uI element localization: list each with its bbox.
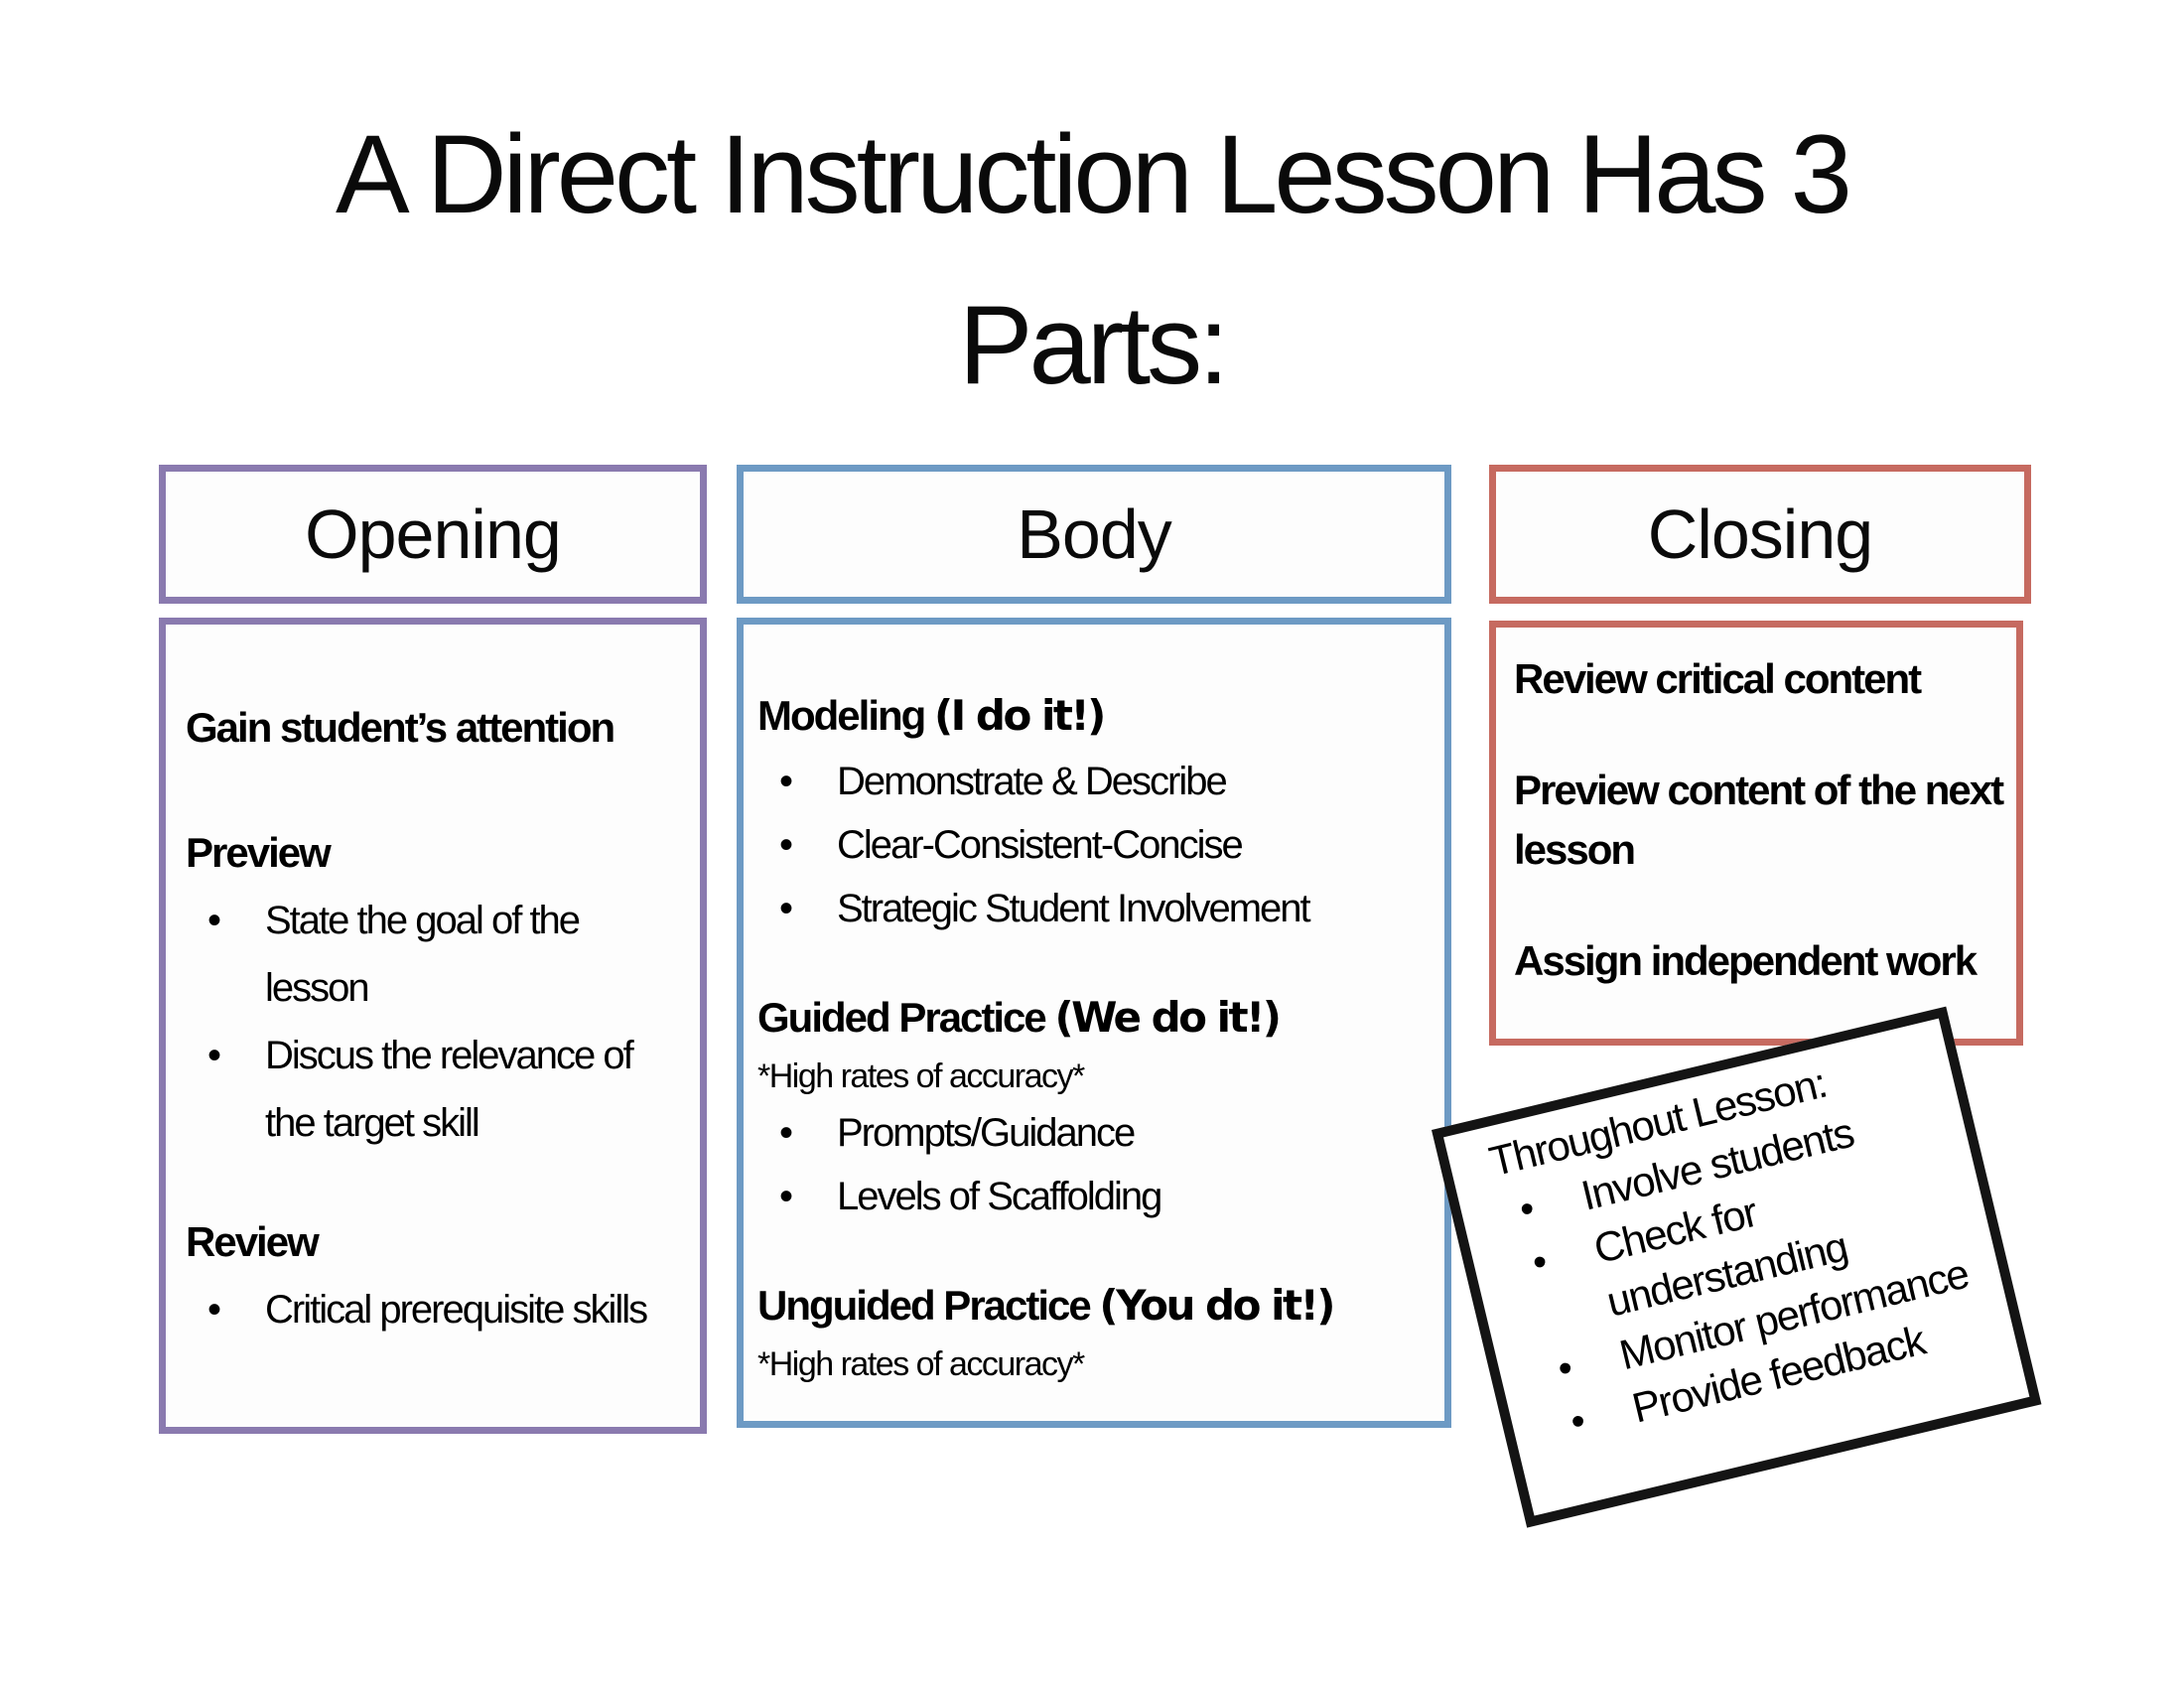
body-header-box: Body [737,465,1451,604]
body-guided-subnote: *High rates of accuracy* [757,1057,1085,1095]
bullet-text: Levels of Scaffolding [837,1175,1162,1218]
bullet-item: Discus the relevance of the target skill [186,1022,682,1157]
opening-header-box: Opening [159,465,707,604]
bullet-item: Levels of Scaffolding [757,1165,1436,1228]
bullet-item: Prompts/Guidance [757,1101,1436,1165]
bullet-text: Clear-Consistent-Concise [837,823,1244,867]
closing-header-label: Closing [1647,495,1873,573]
closing-content-box: Review critical content Preview content … [1489,621,2023,1046]
opening-review-section: Review Critical prerequisite skills [186,1208,682,1343]
bullet-text: Discus the relevance of the target skill [265,1034,634,1145]
bullet-text: Demonstrate & Describe [837,760,1228,803]
bullet-item: Demonstrate & Describe [757,750,1436,813]
body-guided-list: Prompts/Guidance Levels of Scaffolding [757,1101,1436,1228]
bullet-text: Strategic Student Involvement [837,887,1311,930]
body-guided-headline: Guided Practice (We do it!) [757,984,1436,1052]
bullet-text: Prompts/Guidance [837,1111,1136,1155]
body-content-box: Modeling (I do it!) Demonstrate & Descri… [737,618,1451,1428]
opening-header-label: Opening [305,495,562,573]
closing-item: Assign independent work [1514,937,1978,984]
opening-preview-list: State the goal of the lesson Discus the … [186,887,682,1157]
slide-title-line1: A Direct Instruction Lesson Has 3 [336,112,1852,236]
body-unguided-subnote: *High rates of accuracy* [757,1345,1085,1383]
opening-attention: Gain student’s attention [186,694,682,762]
bullet-text: Critical prerequisite skills [265,1288,648,1332]
opening-content-box: Gain student’s attention Preview State t… [159,618,707,1434]
bullet-item: State the goal of the lesson [186,887,682,1022]
closing-item: Preview content of the next lesson [1514,767,2004,873]
closing-item: Review critical content [1514,655,1922,702]
body-guided-section: Guided Practice (We do it!) *High rates … [757,984,1436,1228]
opening-attention-heading: Gain student’s attention [186,704,615,751]
bullet-text: State the goal of the lesson [265,899,581,1010]
opening-review-heading: Review [186,1218,320,1265]
opening-preview-section: Preview State the goal of the lesson Dis… [186,819,682,1157]
slide-title-line2: Parts: [958,283,1230,407]
body-header-label: Body [1017,495,1172,573]
body-unguided-section: Unguided Practice (You do it!) *High rat… [757,1272,1436,1389]
slide-title: A Direct Instruction Lesson Has 3 Parts: [0,89,2184,431]
body-unguided-heading: Unguided Practice [757,1282,1100,1329]
bullet-item: Clear-Consistent-Concise [757,813,1436,877]
body-modeling-headline: Modeling (I do it!) [757,682,1436,750]
closing-header-box: Closing [1489,465,2031,604]
body-modeling-suffix: (I do it!) [933,691,1106,740]
body-modeling-heading: Modeling [757,692,934,739]
bullet-item: Strategic Student Involvement [757,877,1436,940]
throughout-lesson-note: Throughout Lesson: Involve students Chec… [1432,1006,2042,1528]
body-modeling-list: Demonstrate & Describe Clear-Consistent-… [757,750,1436,940]
body-guided-suffix: (We do it!) [1054,993,1282,1042]
bullet-item: Critical prerequisite skills [186,1276,682,1343]
opening-preview-heading: Preview [186,829,332,876]
body-unguided-headline: Unguided Practice (You do it!) [757,1272,1436,1339]
opening-review-list: Critical prerequisite skills [186,1276,682,1343]
body-guided-heading: Guided Practice [757,994,1055,1041]
body-unguided-suffix: (You do it!) [1099,1281,1335,1330]
body-modeling-section: Modeling (I do it!) Demonstrate & Descri… [757,682,1436,940]
